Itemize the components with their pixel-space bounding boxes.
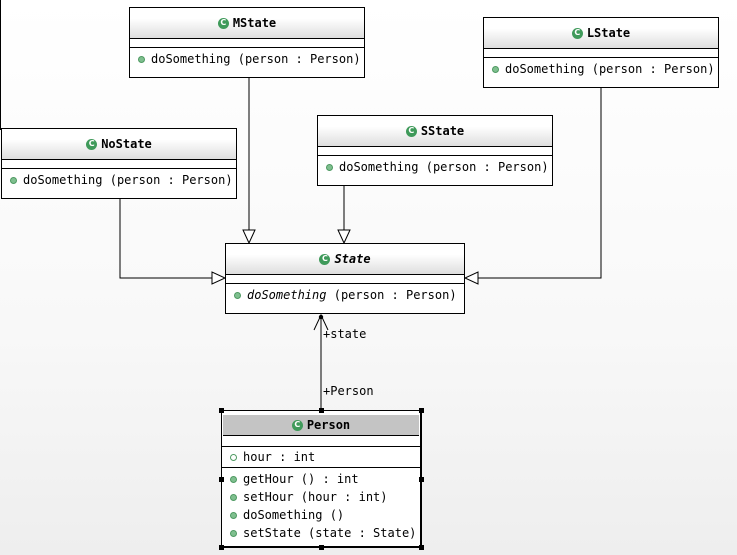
- operation-params: (person : Person): [237, 52, 361, 66]
- public-operation-icon: [230, 493, 237, 501]
- class-nostate-name: NoState: [101, 137, 152, 151]
- class-mstate-name: MState: [232, 16, 277, 30]
- selection-handle-e[interactable]: [419, 477, 424, 482]
- public-operation-icon: [492, 65, 499, 73]
- class-icon: C: [86, 138, 98, 150]
- class-person-operations: getHour () : int setHour (hour : int) do…: [222, 468, 420, 544]
- operation-row[interactable]: setHour (hour : int): [222, 488, 420, 506]
- class-sstate[interactable]: C SState doSomething (person : Person): [317, 115, 553, 186]
- generalization-lstate-arrowhead: [463, 271, 479, 285]
- selection-handle-s[interactable]: [319, 545, 324, 550]
- generalization-nostate[interactable]: [119, 198, 212, 279]
- operation-params: (person : Person): [333, 288, 457, 302]
- class-mstate[interactable]: C MState doSomething (person : Person): [129, 7, 365, 78]
- class-mstate-operations: doSomething (person : Person): [130, 48, 364, 70]
- class-lstate-attributes: [484, 49, 718, 58]
- public-operation-icon: [230, 529, 237, 537]
- public-operation-icon: [230, 475, 237, 483]
- operation-row[interactable]: setState (state : State): [222, 524, 420, 542]
- class-person-name: Person: [306, 418, 351, 432]
- operation-name: doSomething: [247, 288, 327, 302]
- generalization-nostate-arrowhead: [211, 271, 227, 285]
- operation-text: getHour () : int: [243, 472, 359, 486]
- class-icon: C: [291, 419, 303, 431]
- operation-text: doSomething (): [243, 508, 345, 522]
- class-lstate-name: LState: [586, 26, 631, 40]
- operation-params: (person : Person): [591, 62, 715, 76]
- selection-handle-ne[interactable]: [419, 408, 424, 413]
- class-lstate-operations: doSomething (person : Person): [484, 58, 718, 80]
- operation-row[interactable]: getHour () : int: [222, 470, 420, 488]
- attribute-row[interactable]: hour : int: [222, 450, 420, 464]
- selection-handle-se[interactable]: [419, 545, 424, 550]
- operation-row[interactable]: doSomething (person : Person): [130, 50, 364, 68]
- generalization-mstate-arrowhead: [242, 229, 256, 245]
- class-person[interactable]: C Person hour : int getHour () : int set…: [221, 410, 422, 548]
- selection-handle-n[interactable]: [319, 408, 324, 413]
- class-nostate[interactable]: C NoState doSomething (person : Person): [1, 128, 237, 199]
- operation-params: (person : Person): [425, 160, 549, 174]
- class-state-name: State: [334, 252, 371, 266]
- class-state-attributes: [226, 275, 464, 284]
- class-sstate-attributes: [318, 147, 552, 156]
- attribute-text: hour : int: [243, 450, 316, 464]
- class-icon: C: [571, 27, 583, 39]
- operation-text: setState (state : State): [243, 526, 417, 540]
- selection-handle-sw[interactable]: [219, 545, 224, 550]
- operation-name: doSomething: [151, 52, 231, 66]
- operation-row[interactable]: doSomething (person : Person): [226, 286, 464, 304]
- class-lstate[interactable]: C LState doSomething (person : Person): [483, 17, 719, 88]
- class-icon: C: [405, 125, 417, 137]
- class-sstate-operations: doSomething (person : Person): [318, 156, 552, 178]
- class-mstate-attributes: [130, 39, 364, 48]
- operation-row[interactable]: doSomething (): [222, 506, 420, 524]
- generalization-lstate[interactable]: [478, 88, 602, 279]
- operation-text: setHour (hour : int): [243, 490, 388, 504]
- operation-row[interactable]: doSomething (person : Person): [2, 171, 236, 189]
- class-sstate-name: SState: [420, 124, 465, 138]
- operation-row[interactable]: doSomething (person : Person): [484, 60, 718, 78]
- class-state-header: C State: [226, 244, 464, 275]
- selection-handle-nw[interactable]: [219, 408, 224, 413]
- private-attribute-icon: [230, 453, 237, 461]
- public-operation-icon: [138, 55, 145, 63]
- operation-name: doSomething: [23, 173, 103, 187]
- canvas-edge-line: [0, 0, 1, 130]
- class-mstate-header: C MState: [130, 8, 364, 39]
- class-person-attributes: hour : int: [222, 447, 420, 468]
- generalization-sstate-arrowhead: [337, 229, 351, 245]
- public-operation-icon: [326, 163, 333, 171]
- operation-row[interactable]: doSomething (person : Person): [318, 158, 552, 176]
- association-label-person: +Person: [323, 384, 374, 398]
- class-icon: C: [217, 17, 229, 29]
- class-nostate-operations: doSomething (person : Person): [2, 169, 236, 191]
- class-state-operations: doSomething (person : Person): [226, 284, 464, 306]
- selection-handle-w[interactable]: [219, 477, 224, 482]
- public-operation-icon: [230, 511, 237, 519]
- association-label-state: +state: [323, 327, 367, 341]
- class-icon: C: [319, 253, 331, 265]
- association-end-dot: [318, 314, 324, 320]
- class-person-header: C Person: [223, 415, 419, 436]
- class-nostate-header: C NoState: [2, 129, 236, 160]
- public-operation-icon: [10, 176, 17, 184]
- operation-name: doSomething: [505, 62, 585, 76]
- class-state[interactable]: C State doSomething (person : Person): [225, 243, 465, 314]
- class-nostate-attributes: [2, 160, 236, 169]
- class-sstate-header: C SState: [318, 116, 552, 147]
- public-operation-icon: [234, 291, 241, 299]
- operation-name: doSomething: [339, 160, 419, 174]
- class-person-spacer: [222, 436, 420, 447]
- operation-params: (person : Person): [109, 173, 233, 187]
- class-lstate-header: C LState: [484, 18, 718, 49]
